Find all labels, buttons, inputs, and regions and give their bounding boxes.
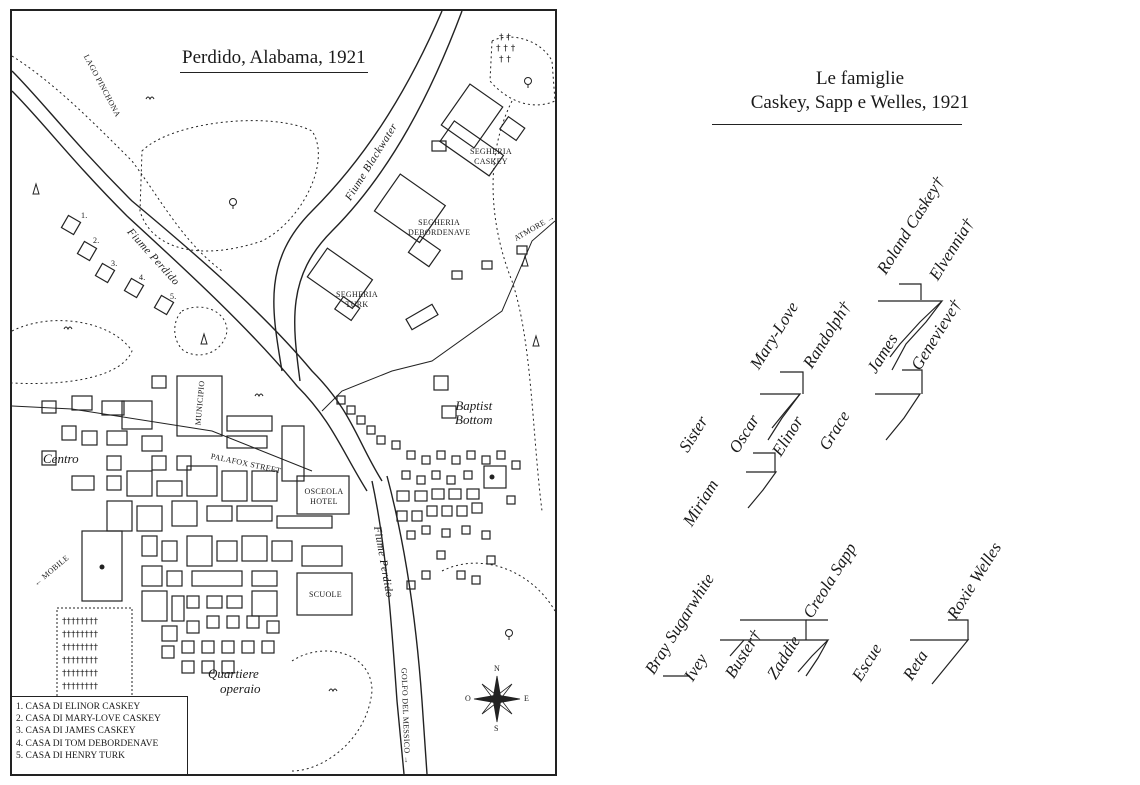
segheria-debordenave-label: SEGHERIA DEBORDENAVE	[408, 218, 470, 238]
tree-title-rule	[712, 124, 962, 125]
legend-item: 3. CASA DI JAMES CASKEY	[16, 726, 136, 737]
svg-text:††††††††: ††††††††	[62, 617, 99, 627]
tree-symbols	[32, 77, 540, 693]
map-panel: †††††††† †††††††† †††††††† †††††††† ††††…	[10, 9, 557, 776]
scuole-label: SCUOLE	[309, 590, 342, 599]
svg-text:† † †: † † †	[496, 44, 516, 54]
svg-text:† †: † †	[499, 33, 511, 43]
segheria-turk-line2: TURK	[345, 300, 369, 309]
svg-text:† †: † †	[499, 55, 511, 65]
map-dots	[99, 474, 495, 570]
tree-title-line2: Caskey, Sapp e Welles, 1921	[750, 92, 970, 113]
house-number-4: 4.	[139, 273, 146, 282]
legend-item: 5. CASA DI HENRY TURK	[16, 750, 125, 761]
map-title: Perdido, Alabama, 1921	[180, 47, 368, 73]
segheria-debordenave-line2: DEBORDENAVE	[408, 228, 471, 237]
svg-text:††††††††: ††††††††	[62, 630, 99, 640]
svg-text:††††††††: ††††††††	[62, 669, 99, 679]
legend-item: 2. CASA DI MARY-LOVE CASKEY	[16, 714, 161, 725]
segheria-turk-line1: SEGHERIA	[336, 290, 378, 299]
cemetery-crosses: †††††††† †††††††† †††††††† †††††††† ††††…	[62, 33, 516, 692]
compass-o: O	[465, 694, 472, 703]
map-lines	[12, 11, 555, 774]
map-legend: 1. CASA DI ELINOR CASKEY 2. CASA DI MARY…	[12, 696, 188, 774]
family-tree-panel: Le famiglie Caskey, Sapp e Welles, 1921 …	[620, 0, 1140, 785]
baptist-line1: Baptist	[455, 398, 493, 413]
osceola-line1: OSCEOLA	[304, 487, 344, 496]
compass-rose	[473, 675, 521, 723]
legend-item: 4. CASA DI TOM DEBORDENAVE	[16, 738, 159, 749]
baptist-bottom-label: Baptist Bottom	[455, 399, 493, 427]
osceola-hotel-label: OSCEOLA HOTEL	[301, 487, 347, 507]
compass-s: S	[494, 724, 499, 733]
segheria-caskey-line1: SEGHERIA	[470, 147, 512, 156]
quartiere-line2: operaio	[220, 681, 261, 696]
osceola-line2: HOTEL	[310, 497, 338, 506]
map-buildings	[41, 83, 528, 702]
family-tree-lines	[663, 283, 970, 685]
tree-title-line1: Le famiglie	[815, 68, 905, 89]
segheria-debordenave-line1: SEGHERIA	[418, 218, 461, 227]
centro-label: Centro	[43, 451, 79, 466]
house-number-1: 1.	[81, 211, 88, 220]
compass-n: N	[494, 664, 501, 673]
baptist-line2: Bottom	[455, 412, 493, 427]
svg-text:††††††††: ††††††††	[62, 643, 99, 653]
svg-text:††††††††: ††††††††	[62, 682, 99, 692]
town-map: †††††††† †††††††† †††††††† †††††††† ††††…	[12, 11, 555, 774]
svg-text:††††††††: ††††††††	[62, 656, 99, 666]
segheria-caskey-label: SEGHERIA CASKEY	[470, 147, 512, 167]
segheria-caskey-line2: CASKEY	[474, 157, 508, 166]
quartiere-operaio-label: Quartiere operaio	[208, 666, 260, 696]
house-number-2: 2.	[93, 236, 100, 245]
segheria-turk-label: SEGHERIA TURK	[336, 290, 378, 310]
house-number-5: 5.	[170, 292, 177, 301]
legend-item: 1. CASA DI ELINOR CASKEY	[16, 702, 141, 712]
compass-e: E	[524, 694, 530, 703]
quartiere-line1: Quartiere	[208, 666, 259, 681]
house-number-3: 3.	[111, 259, 118, 268]
